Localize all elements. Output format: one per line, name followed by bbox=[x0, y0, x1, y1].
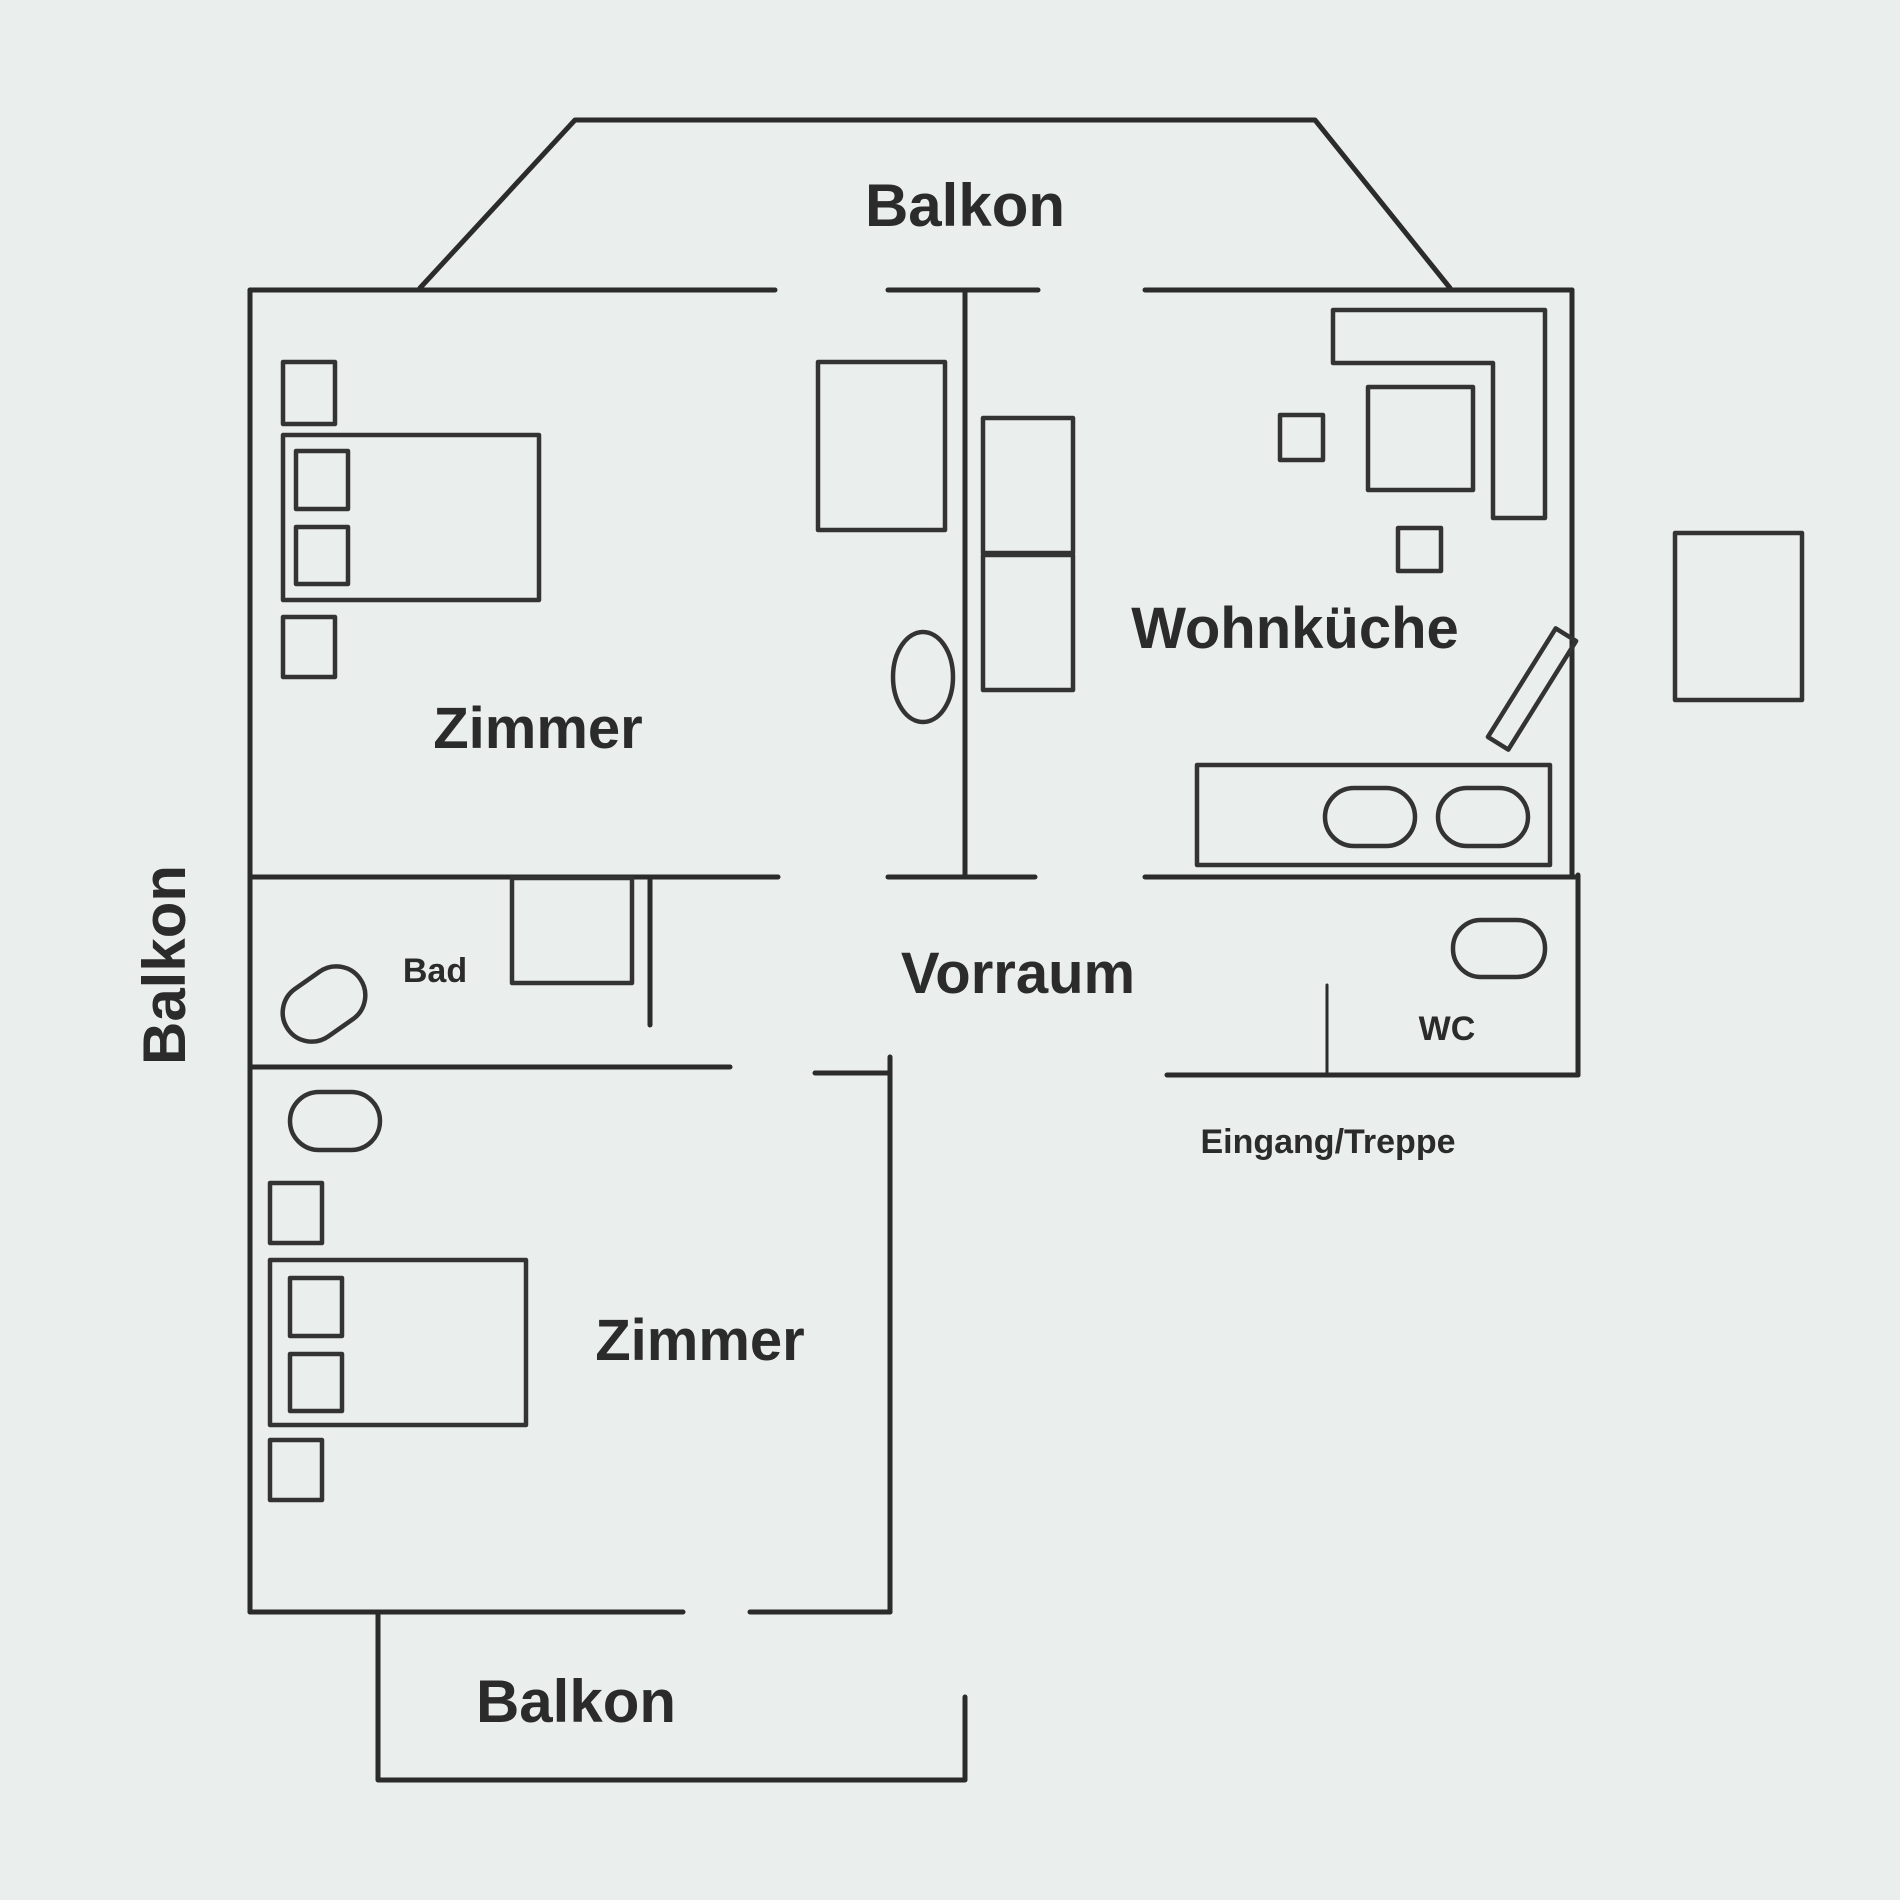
pillow-icon bbox=[287, 1351, 345, 1414]
label-bad: Bad bbox=[403, 952, 467, 990]
stool-icon bbox=[1277, 412, 1326, 463]
washbasin-icon bbox=[280, 964, 368, 1044]
pillow-icon bbox=[287, 1275, 345, 1339]
nightstand-icon bbox=[280, 614, 338, 680]
balcony-top-outline bbox=[417, 117, 1453, 291]
nightstand-icon bbox=[280, 359, 338, 427]
external-cabinet-icon bbox=[1672, 530, 1805, 703]
toilet-icon bbox=[1450, 917, 1548, 980]
label-zimmer-top: Zimmer bbox=[433, 696, 643, 761]
walls bbox=[247, 117, 1581, 1783]
wardrobe-icon bbox=[980, 415, 1076, 556]
kitchen-counter-icon bbox=[1194, 762, 1553, 868]
furniture-zimmer-bottom bbox=[267, 1089, 529, 1503]
tv-board-icon bbox=[1485, 626, 1579, 752]
pillow-icon bbox=[293, 524, 351, 587]
coffee-table-icon bbox=[1365, 384, 1476, 493]
armchair-icon bbox=[287, 1089, 383, 1153]
pillow-icon bbox=[293, 448, 351, 512]
corner-sofa-icon bbox=[1330, 307, 1548, 521]
shower-icon bbox=[509, 875, 635, 986]
furniture-bad bbox=[280, 875, 635, 1044]
bed-icon bbox=[280, 432, 542, 603]
balcony-bottom-outline bbox=[375, 1612, 968, 1783]
sink-icon bbox=[1435, 785, 1531, 849]
furniture-wohnkueche bbox=[980, 307, 1579, 868]
label-wohnkueche: Wohnküche bbox=[1131, 596, 1459, 661]
label-balkon-top: Balkon bbox=[865, 172, 1065, 239]
stool-icon bbox=[1395, 525, 1444, 574]
wardrobe-icon bbox=[980, 552, 1076, 693]
furniture-zimmer-top bbox=[280, 359, 956, 725]
desk-icon bbox=[815, 359, 948, 533]
nightstand-icon bbox=[267, 1180, 325, 1246]
label-eingang-treppe: Eingang/Treppe bbox=[1200, 1123, 1455, 1161]
armchair-icon bbox=[890, 629, 956, 725]
label-zimmer-bottom: Zimmer bbox=[595, 1308, 805, 1373]
label-wc: WC bbox=[1419, 1010, 1476, 1048]
nightstand-icon bbox=[267, 1437, 325, 1503]
label-vorraum: Vorraum bbox=[901, 941, 1135, 1006]
label-balkon-left: Balkon bbox=[131, 865, 198, 1065]
label-balkon-bottom: Balkon bbox=[476, 1668, 676, 1735]
sink-icon bbox=[1322, 785, 1418, 849]
room-labels: Balkon Balkon Balkon Zimmer Zimmer Wohnk… bbox=[131, 172, 1475, 1735]
bed-icon bbox=[267, 1257, 529, 1428]
